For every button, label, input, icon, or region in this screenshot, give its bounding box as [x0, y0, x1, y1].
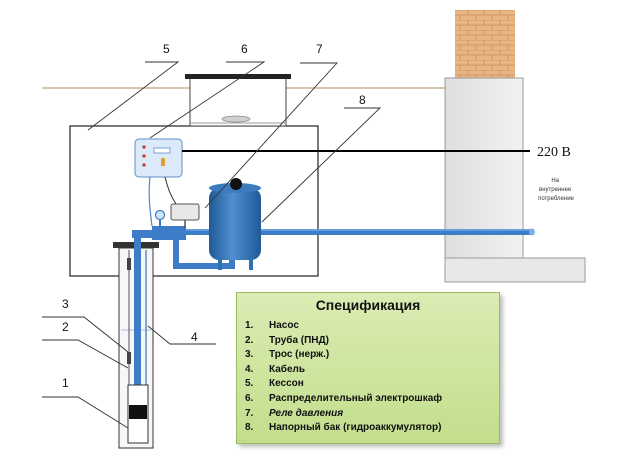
spec-item-text: Реле давления [269, 407, 344, 419]
callout-4: 4 [191, 330, 198, 344]
consumption-label-line3: потребление [538, 196, 574, 202]
pressure-tank [209, 188, 261, 260]
brick-chimney [455, 10, 515, 78]
spec-item-6: 6. Распределительный электрошкаф [245, 392, 442, 407]
tank-connection-pipe [173, 240, 235, 269]
spec-item-text: Кессон [269, 378, 304, 390]
spec-item-text: Насос [269, 320, 299, 331]
consumption-label-line1: На [551, 178, 559, 184]
spec-item-8: 8. Напорный бак (гидроаккумулятор) [245, 421, 442, 436]
consumption-label-line2: внутреннее [539, 187, 572, 193]
callout-2: 2 [62, 320, 69, 334]
spec-item-number: 3. [245, 349, 254, 361]
spec-item-3: 3. Трос (нерж.) [245, 348, 442, 363]
callout-7: 7 [316, 42, 323, 56]
tank-top-valve [230, 178, 242, 190]
outlet-pipe [186, 229, 531, 235]
house-foundation [444, 257, 586, 283]
spec-item-number: 1. [245, 320, 254, 331]
spec-item-text: Напорный бак (гидроаккумулятор) [269, 422, 442, 434]
spec-item-2: 2. Труба (ПНД) [245, 334, 442, 349]
spec-item-7: 7. Реле давления [245, 407, 442, 422]
spec-item-text: Трос (нерж.) [269, 349, 330, 361]
spec-item-number: 5. [245, 378, 254, 390]
spec-item-4: 4. Кабель [245, 363, 442, 378]
cabinet-cable-down [148, 176, 153, 227]
consumption-label: На внутреннее потребление [538, 178, 574, 202]
spec-item-5: 5. Кессон [245, 377, 442, 392]
spec-item-text: Кабель [269, 363, 306, 375]
specification-list: 1. Насос 2. Труба (ПНД) 3. Трос (нерж.) 4. К… [245, 319, 442, 436]
caisson-lid [185, 74, 291, 79]
spec-item-1: 1. Насос [245, 319, 442, 334]
spec-item-number: 4. [245, 363, 254, 375]
spec-item-number: 2. [245, 334, 254, 346]
manifold [152, 226, 186, 240]
callout-5: 5 [163, 42, 170, 56]
pressure-relay [170, 203, 200, 221]
pressure-gauge [154, 209, 166, 221]
cabinet-cable-relay [164, 176, 177, 205]
leader-lines [42, 61, 382, 429]
voltage-label: 220 В [537, 145, 571, 160]
spec-item-text: Труба (ПНД) [269, 334, 329, 346]
specification-panel: Спецификация 1. Насос 2. Труба (ПНД) 3. Тро… [236, 292, 500, 444]
house-wall [444, 77, 524, 259]
callout-6: 6 [241, 42, 248, 56]
spec-item-number: 8. [245, 422, 254, 434]
spec-item-number: 7. [245, 407, 254, 419]
callout-1: 1 [62, 376, 69, 390]
hatch-handle [221, 115, 251, 123]
caisson [69, 125, 319, 277]
electrical-cabinet [134, 138, 183, 178]
spec-item-number: 6. [245, 392, 254, 404]
callout-3: 3 [62, 297, 69, 311]
spec-item-text: Распределительный электрошкаф [269, 392, 443, 404]
callout-8: 8 [359, 93, 366, 107]
specification-title: Спецификация [315, 297, 421, 313]
riser-pipe [134, 232, 141, 397]
